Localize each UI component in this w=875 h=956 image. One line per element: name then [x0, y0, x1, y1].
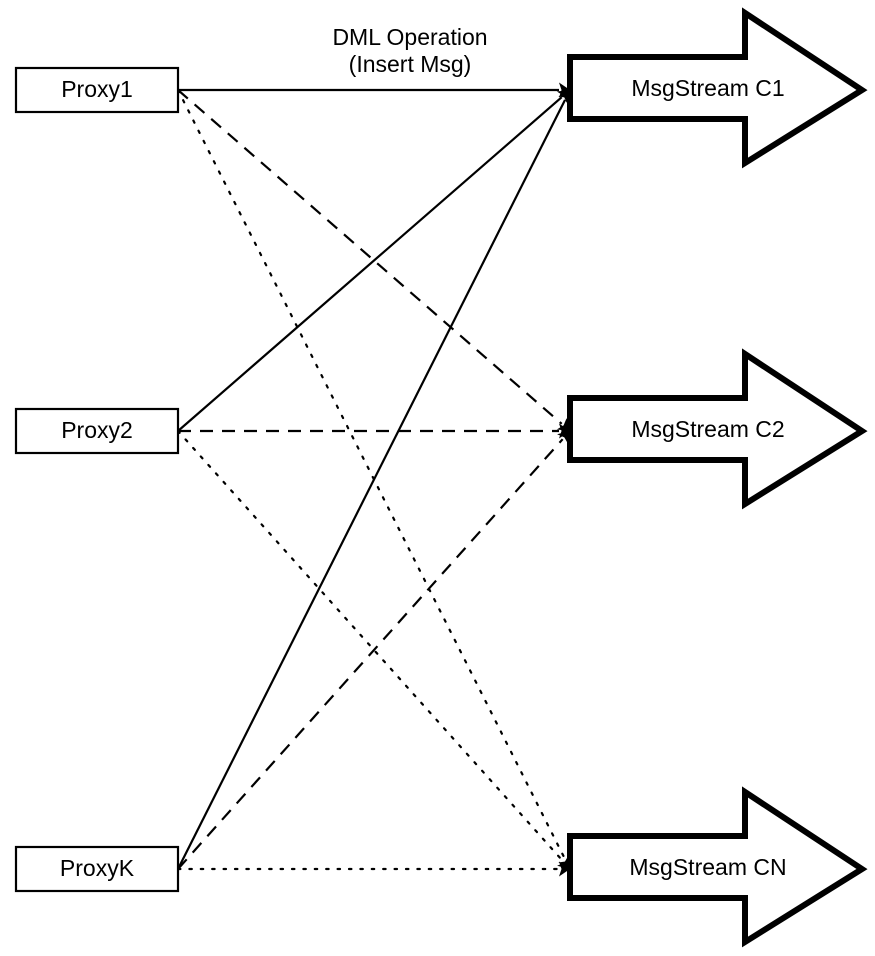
proxy-node-proxyK[interactable]: ProxyK — [14, 845, 180, 893]
link-proxyK-to-cn — [176, 861, 570, 877]
msgstream-cn[interactable]: MsgStream CN — [567, 786, 868, 948]
link-line-dotted — [176, 429, 564, 862]
msgstream-label: MsgStream C1 — [631, 75, 784, 101]
link-line-dashed — [177, 89, 563, 425]
proxy-node-proxy1[interactable]: Proxy1 — [14, 66, 180, 114]
block-arrow-icon — [567, 348, 868, 510]
msgstream-label: MsgStream C2 — [631, 416, 784, 442]
link-proxy1-to-c2 — [177, 89, 570, 431]
link-line-solid — [177, 96, 563, 432]
proxy-label: Proxy2 — [61, 417, 133, 443]
proxy-label: ProxyK — [60, 855, 135, 881]
link-arrowhead-icon — [557, 431, 570, 445]
msgstream-c1[interactable]: MsgStream C1 — [567, 7, 868, 169]
link-proxy2-to-c2 — [178, 423, 570, 439]
proxy-label: Proxy1 — [61, 76, 133, 102]
link-line-dashed — [177, 438, 564, 870]
proxy-box — [14, 407, 180, 455]
msgstream-label: MsgStream CN — [629, 854, 786, 880]
msgstream-c2[interactable]: MsgStream C2 — [567, 348, 868, 510]
link-proxyK-to-c2 — [177, 431, 570, 870]
edge-caption: DML Operation (Insert Msg) — [332, 24, 487, 77]
block-arrow-icon — [567, 7, 868, 169]
link-proxy1-to-c1 — [178, 82, 570, 98]
proxy-box — [14, 66, 180, 114]
proxy-node-proxy2[interactable]: Proxy2 — [14, 407, 180, 455]
link-line-dotted — [176, 88, 567, 861]
link-proxy2-to-cn — [176, 429, 570, 869]
block-arrow-icon — [567, 786, 868, 948]
link-arrowhead-icon — [557, 855, 570, 869]
proxy-box — [14, 845, 180, 893]
links-layer — [176, 82, 572, 877]
link-arrowhead-icon — [556, 418, 570, 431]
edge-caption-line-1: DML Operation — [332, 24, 487, 50]
msgstream-layer: MsgStream C1 MsgStream C2 MsgStream CN — [567, 7, 868, 948]
link-line-solid — [177, 99, 567, 870]
edge-caption-line-2: (Insert Msg) — [349, 51, 472, 77]
link-proxyK-to-c1 — [177, 90, 572, 870]
link-arrowhead-icon — [559, 861, 570, 877]
